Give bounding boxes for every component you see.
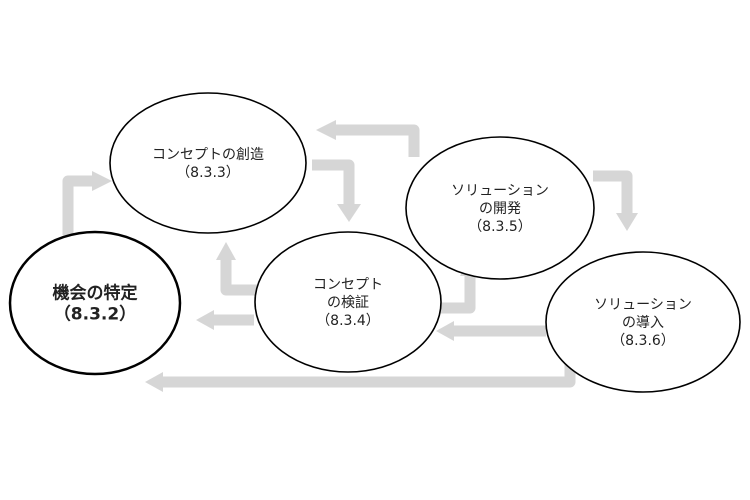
arrow-concept-validation-to-opportunity xyxy=(196,310,254,330)
node-label-line: コンセプトの創造 xyxy=(152,147,264,163)
node-label-line: （8.3.2） xyxy=(54,303,136,324)
node-label-line: ソリューション xyxy=(594,297,692,313)
arrow-head-icon xyxy=(616,213,638,231)
node-label-line: （8.3.5） xyxy=(468,219,532,235)
arrow-solution-deployment-to-concept-validation xyxy=(436,321,546,341)
arrow-head-icon xyxy=(145,372,163,392)
node-label-line: コンセプト xyxy=(313,277,383,293)
node-label-line: （8.3.3） xyxy=(176,165,240,181)
arrow-solution-development-to-solution-deployment xyxy=(593,170,638,231)
arrow-band xyxy=(336,124,420,157)
arrow-head-icon xyxy=(196,310,214,330)
node-ellipse xyxy=(545,251,741,393)
arrow-head-icon xyxy=(216,242,236,260)
arrow-solution-development-to-concept-creation xyxy=(316,120,420,157)
arrow-head-icon xyxy=(337,204,361,222)
arrow-opportunity-to-concept-creation xyxy=(62,171,112,235)
arrow-band xyxy=(62,175,92,235)
arrow-head-icon xyxy=(436,321,454,341)
node-label-line: ソリューション xyxy=(451,183,549,199)
node-label-line: （8.3.6） xyxy=(611,333,675,349)
node-ellipse xyxy=(254,231,442,373)
arrow-head-icon xyxy=(316,120,336,140)
node-label-line: の導入 xyxy=(622,315,664,331)
arrow-band xyxy=(312,159,355,204)
node-ellipse xyxy=(109,92,307,234)
node-ellipse xyxy=(405,136,595,280)
arrow-concept-creation-to-concept-validation xyxy=(312,159,361,222)
node-label-line: の検証 xyxy=(327,295,369,311)
arrow-band xyxy=(593,170,633,213)
node-opportunity: 機会の特定（8.3.2） xyxy=(8,230,182,376)
node-label-line: の開発 xyxy=(479,201,521,217)
node-label-line: 機会の特定 xyxy=(53,282,138,303)
arrow-band xyxy=(436,276,476,314)
node-concept-creation: コンセプトの創造 （8.3.3） xyxy=(109,92,307,234)
node-ellipse xyxy=(8,230,182,376)
node-label-line: （8.3.4） xyxy=(316,313,380,329)
arrow-head-icon xyxy=(92,171,112,191)
